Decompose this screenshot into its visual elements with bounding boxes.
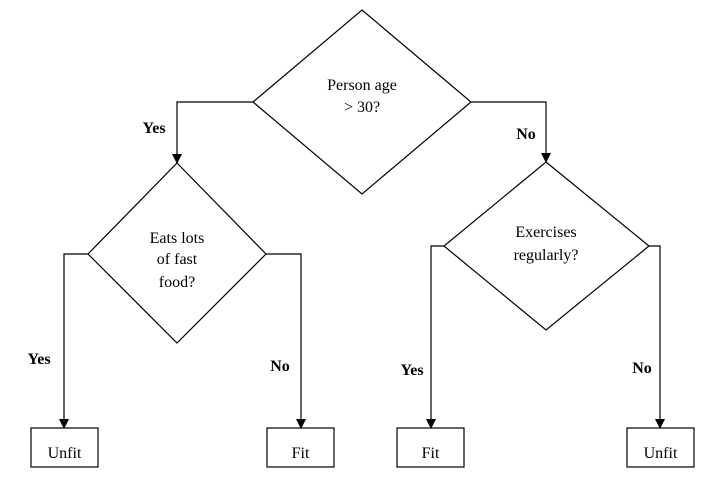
connector-left-no	[266, 253, 306, 429]
outcome-box-3: Fit	[396, 427, 465, 468]
connector-right-no	[649, 245, 665, 429]
decision-right-line2: regularly?	[514, 247, 579, 264]
decision-root-line2: > 30?	[344, 99, 380, 116]
outcome-label-1: Unfit	[48, 445, 82, 462]
connector-left-yes	[59, 253, 88, 429]
branch-labels: Yes No Yes No Yes No	[27, 120, 651, 379]
label-root-no: No	[516, 126, 536, 143]
decision-left-line3: food?	[159, 274, 195, 291]
outcome-label-4: Unfit	[644, 445, 678, 462]
label-right-no: No	[632, 360, 652, 377]
outcome-box-2: Fit	[266, 427, 335, 468]
outcome-label-2: Fit	[292, 445, 310, 462]
decision-node-root: Person age > 30?	[252, 9, 472, 195]
outcome-box-1: Unfit	[30, 427, 99, 468]
decision-right-line1: Exercises	[515, 224, 576, 241]
label-root-yes: Yes	[142, 120, 165, 137]
decision-node-right: Exercises regularly?	[443, 161, 650, 331]
connector-right-yes	[426, 245, 444, 429]
connector-root-yes	[172, 101, 253, 164]
outcome-label-3: Fit	[422, 445, 440, 462]
decision-node-left: Eats lots of fast food?	[87, 162, 267, 344]
decision-left-line1: Eats lots	[150, 230, 205, 247]
label-left-yes: Yes	[27, 351, 50, 368]
connector-root-no	[471, 101, 551, 163]
outcome-box-4: Unfit	[626, 427, 695, 468]
connectors	[59, 101, 665, 429]
decision-root-line1: Person age	[327, 77, 397, 94]
decision-left-line2: of fast	[157, 251, 198, 268]
label-left-no: No	[270, 358, 290, 375]
label-right-yes: Yes	[400, 362, 423, 379]
